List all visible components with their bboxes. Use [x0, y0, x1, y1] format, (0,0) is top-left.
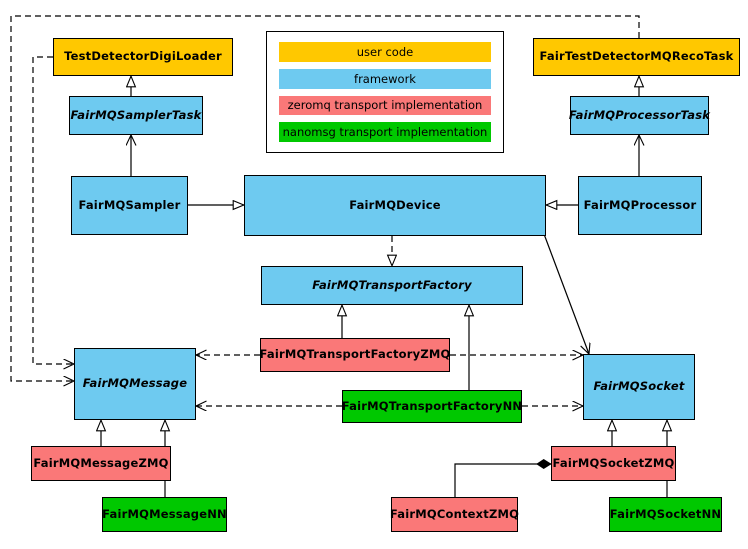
legend-panel: user code framework zeromq transport imp… [266, 31, 504, 153]
node-label: FairMQMessageZMQ [33, 455, 169, 470]
legend-label: nanomsg transport implementation [282, 125, 488, 140]
node-testdetectordigiloader[interactable]: TestDetectorDigiLoader [53, 38, 233, 76]
node-label: FairMQSampler [78, 197, 181, 212]
node-label: FairMQTransportFactoryZMQ [259, 347, 451, 362]
node-fairmqtransportfactory[interactable]: FairMQTransportFactory [261, 266, 523, 305]
node-fairmqsampler[interactable]: FairMQSampler [71, 176, 188, 235]
node-fairmqprocessortask[interactable]: FairMQProcessorTask [568, 96, 711, 135]
node-label: FairMQTransportFactory [312, 277, 472, 292]
node-label: FairMQMessage [82, 376, 188, 391]
node-label: TestDetectorDigiLoader [64, 49, 222, 64]
node-fairmqsocketzmq[interactable]: FairMQSocketZMQ [551, 446, 676, 481]
node-fairtestdetectormqrecotask[interactable]: FairTestDetectorMQRecoTask [533, 38, 740, 76]
node-label: FairMQContextZMQ [389, 506, 520, 521]
node-fairmqsocketnn[interactable]: FairMQSocketNN [609, 497, 722, 532]
node-fairmqtransportfactoryzmq[interactable]: FairMQTransportFactoryZMQ [260, 338, 450, 372]
node-label: FairMQMessageNN [102, 506, 227, 521]
edge-digiloader-to-message [32, 56, 74, 364]
node-fairmqsamplertask[interactable]: FairMQSamplerTask [69, 96, 203, 135]
legend-item-zeromq: zeromq transport implementation [279, 95, 491, 116]
node-fairmqmessage[interactable]: FairMQMessage [74, 348, 196, 420]
node-label: FairTestDetectorMQRecoTask [539, 49, 734, 64]
node-label: FairMQDevice [349, 197, 441, 212]
legend-label: user code [356, 44, 414, 59]
node-label: FairMQProcessorTask [568, 107, 711, 122]
legend-label: framework [354, 71, 416, 86]
legend-item-nanomsg: nanomsg transport implementation [279, 122, 491, 142]
legend-item-framework: framework [279, 68, 491, 89]
node-fairmqmessagenn[interactable]: FairMQMessageNN [102, 497, 227, 532]
node-fairmqtransportfactorynn[interactable]: FairMQTransportFactoryNN [342, 390, 522, 423]
node-label: FairMQSocket [593, 379, 685, 394]
node-fairmqsocket[interactable]: FairMQSocket [583, 354, 695, 420]
edge-contextzmq-to-socketzmq [454, 464, 551, 497]
edge-device-to-socket [543, 233, 589, 354]
node-label: FairMQSocketNN [609, 506, 722, 521]
node-label: FairMQProcessor [583, 197, 697, 212]
legend-item-user-code: user code [279, 42, 491, 62]
legend-label: zeromq transport implementation [287, 98, 483, 113]
node-fairmqprocessor[interactable]: FairMQProcessor [578, 176, 702, 235]
node-fairmqmessagezmq[interactable]: FairMQMessageZMQ [31, 446, 171, 481]
node-label: FairMQTransportFactoryNN [341, 398, 523, 413]
node-fairmqdevice[interactable]: FairMQDevice [244, 175, 546, 236]
node-label: FairMQSamplerTask [70, 107, 202, 122]
node-label: FairMQSocketZMQ [552, 455, 675, 470]
node-fairmqcontextzmq[interactable]: FairMQContextZMQ [389, 497, 520, 532]
